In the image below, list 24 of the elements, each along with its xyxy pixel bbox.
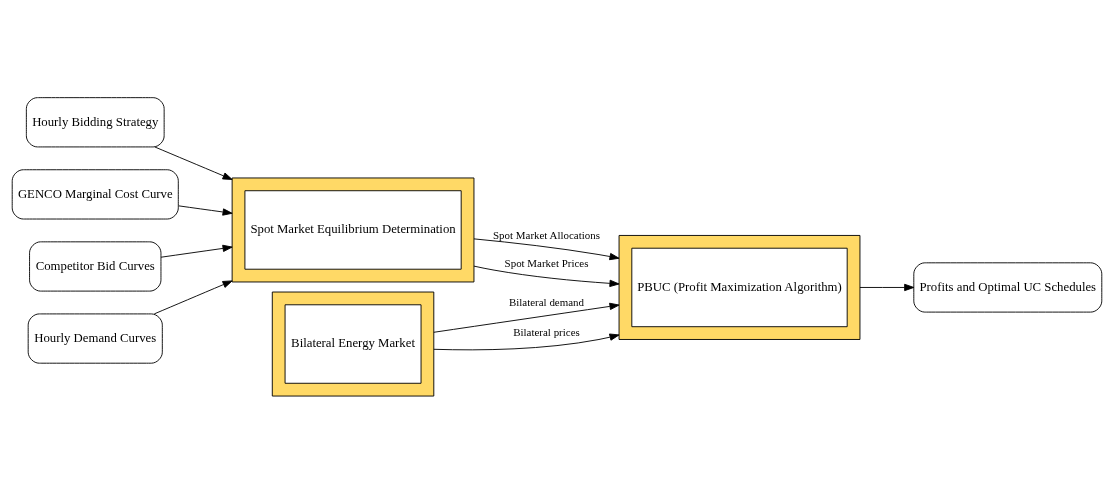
node-box: Hourly Demand Curves xyxy=(27,313,163,364)
arrow xyxy=(473,238,620,261)
edge-label: Spot Market Prices xyxy=(504,257,589,270)
node-box: Competitor Bid Curves xyxy=(29,241,162,292)
node-box: Spot Market Equilibrium Determination xyxy=(244,190,462,270)
arrow xyxy=(153,280,233,315)
cluster xyxy=(618,235,861,340)
arrow xyxy=(178,205,233,216)
arrow xyxy=(154,146,233,180)
node-box: PBUC (Profit Maximization Algorithm) xyxy=(631,247,848,328)
node-box: GENCO Marginal Cost Curve xyxy=(11,169,179,220)
node-box: Bilateral Energy Market xyxy=(284,304,422,384)
edge-label: Bilateral demand xyxy=(509,296,585,309)
node-box: Hourly Bidding Strategy xyxy=(25,97,165,148)
arrow xyxy=(473,265,620,287)
arrow xyxy=(433,333,620,351)
cluster xyxy=(231,177,475,283)
arrow xyxy=(433,302,620,333)
arrow xyxy=(160,244,233,258)
edge-label: Bilateral prices xyxy=(513,326,580,339)
edge-label: Spot Market Allocations xyxy=(493,228,600,241)
node-box: Profits and Optimal UC Schedules xyxy=(913,262,1103,313)
arrow xyxy=(859,283,915,292)
cluster xyxy=(271,291,435,397)
